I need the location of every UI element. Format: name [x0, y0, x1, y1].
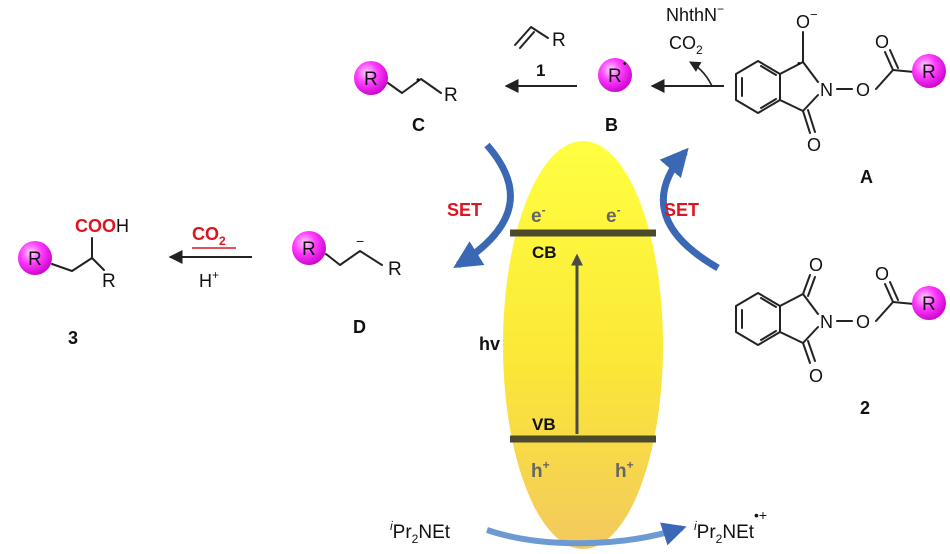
compound-a-structure — [735, 31, 915, 134]
hole-left: h+ — [531, 458, 550, 482]
set-label-left: SET — [447, 200, 482, 220]
a-o-carbonyl: O — [875, 32, 889, 52]
r-sphere-a-label: R — [922, 62, 936, 83]
r-sphere-3 — [18, 241, 52, 275]
co2-add: CO2 — [192, 224, 226, 248]
compound-2-label: 2 — [860, 398, 870, 418]
c2-o-carbonyl: O — [875, 264, 889, 284]
r-sphere-b-label: R — [608, 66, 622, 87]
a-o-bottom: O — [807, 135, 821, 155]
r-sphere-c — [354, 61, 388, 95]
nhthn-reagent: NhthN− — [666, 2, 724, 25]
radical-dot-b: • — [623, 59, 627, 70]
hv-label: hv — [479, 334, 500, 354]
r-sphere-d — [292, 231, 326, 265]
amine-oxidation-arrow — [486, 522, 687, 547]
alkene-1-double — [519, 31, 535, 49]
r-sphere-a — [912, 54, 946, 88]
co2-loss: CO2 — [669, 33, 703, 57]
radical-dot-c: • — [416, 73, 420, 87]
amine-right: iPr2NEt — [694, 519, 755, 546]
a-n: N — [820, 80, 833, 100]
a-o-ester: O — [856, 80, 870, 100]
chain-d — [325, 250, 383, 266]
r-sphere-3-label: R — [28, 249, 42, 270]
proton-reagent: H+ — [199, 268, 219, 291]
amine-radical-cation: •+ — [754, 507, 767, 523]
cb-label: CB — [532, 243, 557, 262]
hole-right: h+ — [615, 458, 634, 482]
r-label-d: R — [388, 259, 402, 280]
compound-c-label: C — [412, 115, 425, 135]
electron-right: e- — [606, 203, 621, 227]
compound-1-label: 1 — [536, 61, 545, 80]
set-label-right: SET — [664, 200, 699, 220]
compound-d-label: D — [353, 317, 366, 337]
r-sphere-2-label: R — [922, 294, 936, 315]
r-sphere-d-label: R — [302, 239, 316, 260]
chain-c — [387, 78, 442, 94]
c2-n: N — [820, 312, 833, 332]
vb-label: VB — [532, 415, 556, 434]
c2-o-bottom: O — [809, 366, 823, 386]
r-sphere-c-label: R — [364, 69, 378, 90]
electron-left: e- — [531, 203, 546, 227]
r-label-c: R — [444, 85, 458, 106]
set-arrow-left — [453, 142, 514, 268]
set-arrow-right — [659, 147, 720, 272]
alkene-1-r: R — [552, 30, 566, 51]
cooh-group: COOH — [75, 216, 129, 236]
a-radical-dot: • — [797, 58, 801, 70]
anion-minus-d: − — [356, 233, 364, 249]
r-sphere-b — [598, 58, 632, 92]
c2-o-top: O — [809, 255, 823, 275]
r-sphere-2 — [912, 286, 946, 320]
chain-3 — [51, 257, 105, 272]
amine-left: iPr2NEt — [390, 519, 451, 546]
compound-a-label: A — [860, 167, 873, 187]
compound-3-label: 3 — [68, 328, 78, 348]
compound-b-label: B — [605, 115, 618, 135]
semiconductor-ellipse — [503, 141, 663, 549]
c2-o-ester: O — [856, 312, 870, 332]
alkene-1 — [514, 26, 549, 46]
r-label-3: R — [102, 271, 116, 292]
a-o-minus: O− — [796, 7, 818, 32]
leaving-group-arrow — [689, 61, 713, 87]
compound-2-structure — [735, 274, 915, 364]
